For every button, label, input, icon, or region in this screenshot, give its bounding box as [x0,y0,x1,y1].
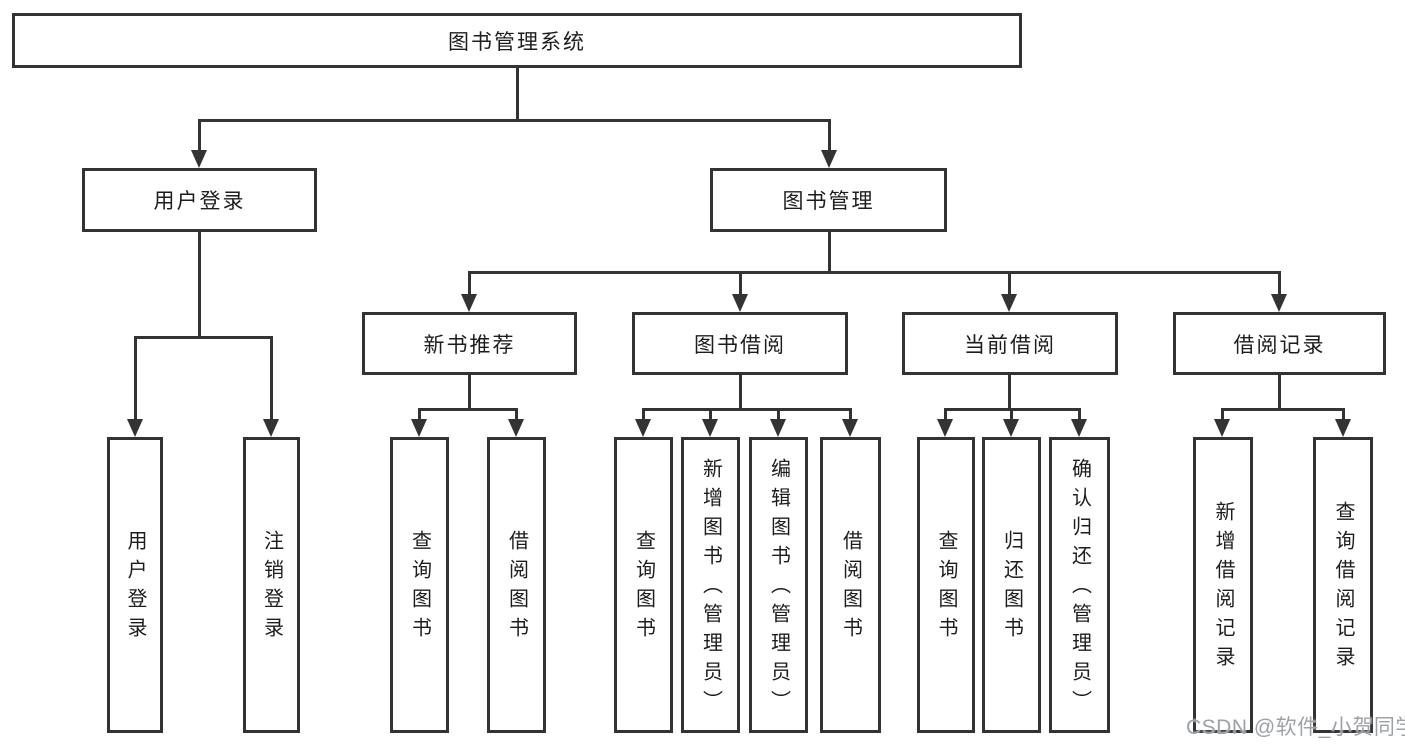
leaf-query-books-current: 查询图书 [917,437,975,733]
connector-line [198,119,831,122]
connector-line [828,119,831,152]
arrowhead-down-icon [411,419,427,437]
connector-line [1010,408,1013,421]
connector-line [198,119,201,152]
connector-line [1078,408,1081,421]
node-new-book-recommend: 新书推荐 [362,312,577,375]
node-book-management-label: 图书管理 [782,190,875,213]
node-new-book-recommend-label: 新书推荐 [423,333,516,357]
leaf-query-books-borrow: 查询图书 [614,437,673,733]
connector-line [1221,408,1224,421]
arrowhead-down-icon [1003,419,1019,437]
node-book-management: 图书管理 [710,168,947,232]
arrowhead-down-icon [1214,419,1230,437]
arrowhead-down-icon [732,294,748,312]
leaf-query-books-borrow-label: 查询图书 [632,530,655,646]
leaf-logout-label: 注销登录 [260,530,283,646]
connector-line [198,232,201,339]
arrowhead-down-icon [1071,419,1087,437]
leaf-query-books-current-label: 查询图书 [935,530,957,646]
node-current-borrow: 当前借阅 [902,312,1118,375]
arrowhead-down-icon [770,419,786,437]
arrowhead-down-icon [263,419,279,437]
leaf-user-login-label: 用户登录 [124,530,146,646]
leaf-user-login: 用户登录 [107,437,163,733]
connector-line [134,336,137,420]
arrowhead-down-icon [508,419,524,437]
connector-line [1278,271,1281,296]
leaf-query-books-recommend-label: 查询图书 [408,530,431,646]
node-book-borrow: 图书借阅 [632,312,848,375]
connector-line [515,408,518,421]
arrowhead-down-icon [1335,419,1351,437]
connector-line [709,408,712,421]
arrowhead-down-icon [1001,294,1017,312]
connector-line [418,408,421,421]
leaf-logout: 注销登录 [243,437,300,733]
arrowhead-down-icon [635,419,651,437]
node-user-login-label: 用户登录 [153,190,246,213]
leaf-borrow-books-recommend: 借阅图书 [487,437,546,733]
connector-line [134,336,273,339]
arrowhead-down-icon [702,419,718,437]
connector-line [270,336,273,420]
connector-line [1008,375,1011,411]
node-borrow-records-label: 借阅记录 [1233,333,1326,357]
leaf-return-books: 归还图书 [982,437,1041,733]
leaf-confirm-return-admin-label: 确认归还（管理员） [1068,457,1091,719]
leaf-add-borrow-record-label: 新增借阅记录 [1212,501,1234,675]
arrowhead-down-icon [937,419,953,437]
csdn-watermark: CSDN @软件_小贺同学 [1186,716,1405,739]
arrowhead-down-icon [191,150,207,168]
leaf-add-book-admin-label: 新增图书（管理员） [699,457,722,719]
leaf-add-book-admin: 新增图书（管理员） [681,437,740,733]
leaf-query-borrow-record-label: 查询借阅记录 [1332,501,1354,675]
leaf-confirm-return-admin: 确认归还（管理员） [1049,437,1110,733]
node-borrow-records: 借阅记录 [1173,312,1386,375]
node-current-borrow-label: 当前借阅 [964,333,1056,357]
connector-line [516,68,519,121]
node-book-borrow-label: 图书借阅 [694,333,786,357]
connector-line [777,408,780,421]
leaf-borrow-books-2-label: 借阅图书 [839,530,862,646]
leaf-return-books-label: 归还图书 [1000,530,1023,646]
leaf-query-books-recommend: 查询图书 [390,437,449,733]
arrowhead-down-icon [127,419,143,437]
connector-line [642,408,645,421]
node-user-login: 用户登录 [82,168,317,232]
connector-line [849,408,852,421]
connector-line [468,375,471,411]
connector-line [1342,408,1345,421]
connector-line [944,408,947,421]
arrowhead-down-icon [1271,294,1287,312]
connector-line [739,271,742,296]
leaf-borrow-books-recommend-label: 借阅图书 [505,530,528,646]
connector-line [468,271,1281,274]
connector-line [642,408,852,411]
leaf-borrow-books-2: 借阅图书 [820,437,881,733]
arrowhead-down-icon [821,150,837,168]
arrowhead-down-icon [842,419,858,437]
node-root: 图书管理系统 [12,13,1022,68]
node-root-label: 图书管理系统 [448,30,586,54]
connector-line [1008,271,1011,296]
leaf-add-borrow-record: 新增借阅记录 [1193,437,1253,733]
connector-line [739,375,742,411]
connector-line [1221,408,1345,411]
connector-line [1278,375,1281,411]
arrowhead-down-icon [461,294,477,312]
leaf-query-borrow-record: 查询借阅记录 [1313,437,1373,733]
connector-line [418,408,518,411]
connector-line [468,271,471,296]
connector-line [828,232,831,274]
leaf-edit-book-admin: 编辑图书（管理员） [749,437,808,733]
leaf-edit-book-admin-label: 编辑图书（管理员） [767,457,790,719]
